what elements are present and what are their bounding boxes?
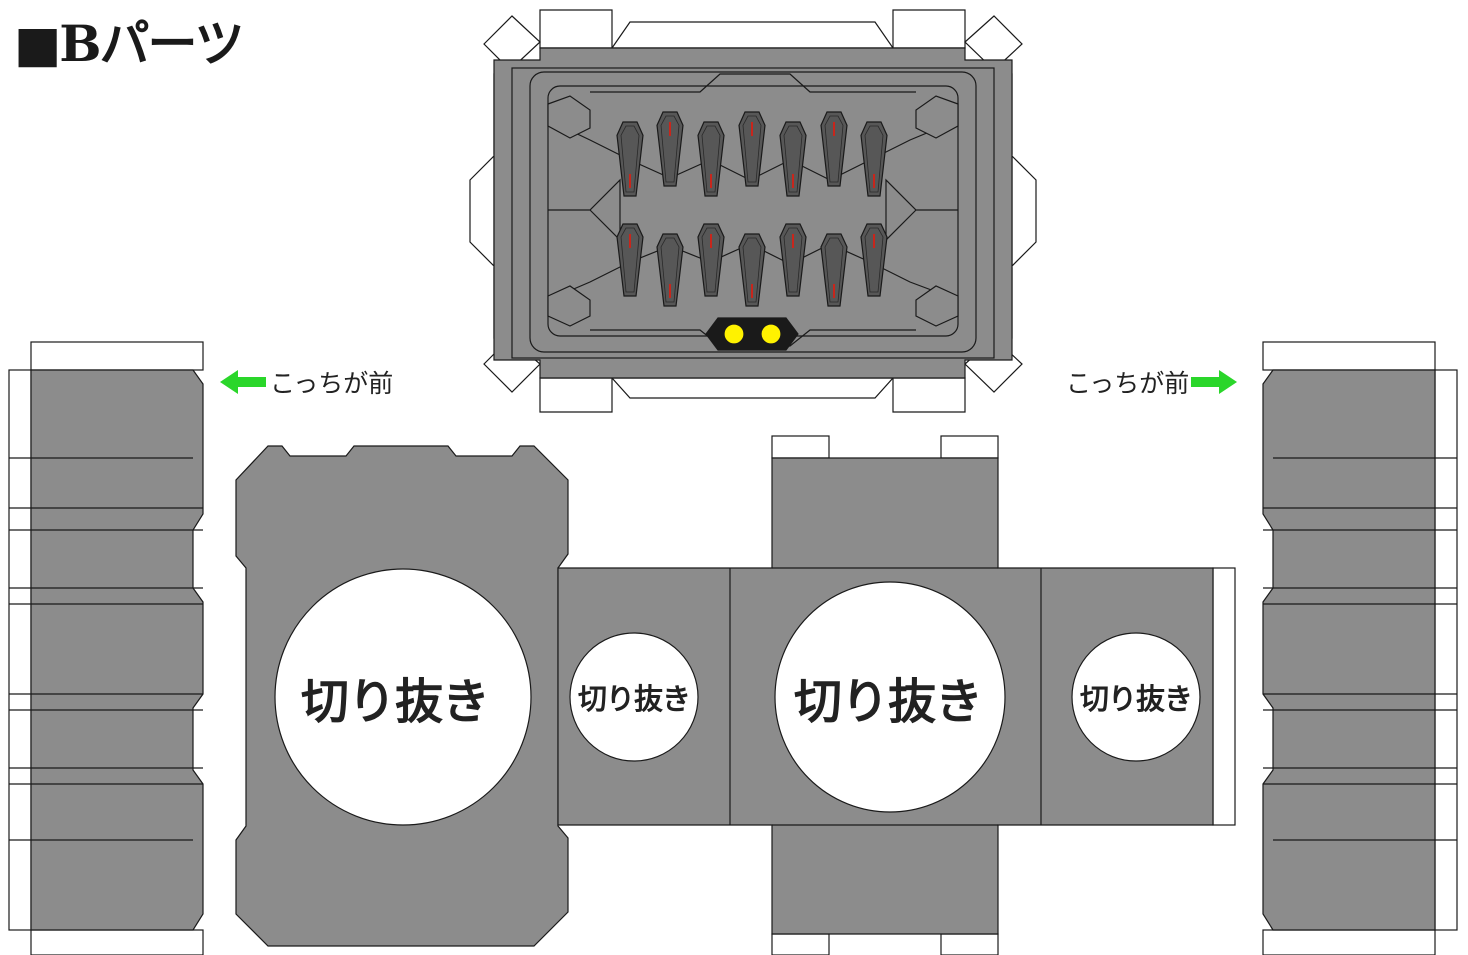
cross-end-glue-tab — [1212, 567, 1236, 826]
coffin-slot — [820, 111, 848, 187]
coffin-slot — [779, 121, 807, 197]
coffin-slots — [616, 111, 888, 307]
coffin-slot — [860, 223, 888, 297]
coffin-slot-inner-line — [783, 125, 803, 193]
coffin-slot-inner-line — [620, 227, 640, 293]
deco-line — [590, 73, 916, 93]
right-side-strip — [1262, 341, 1458, 955]
coffin-slot-inner-line — [742, 115, 762, 183]
cutout-circle-large-left — [274, 568, 532, 826]
coffin-slot-inner-line — [742, 237, 762, 303]
bottom-flap-left — [539, 377, 613, 413]
right-strip-bottom-flap — [1262, 929, 1436, 955]
right-strip-glue-edge — [1434, 369, 1458, 931]
corner-bracket-tr — [915, 95, 959, 139]
corner-bracket-tl — [547, 95, 591, 139]
cutout-circle-large-right — [774, 581, 1006, 813]
deco-line — [885, 178, 958, 242]
cross-bottom-tab-left — [771, 933, 830, 955]
side-flap-right-mid — [1011, 154, 1037, 268]
cross-top-tab-left — [771, 435, 830, 459]
coffin-slot — [860, 121, 888, 197]
coffin-slot-inner-line — [701, 227, 721, 293]
cross-net-part — [557, 435, 1236, 955]
coffin-slot — [738, 233, 766, 307]
coffin-slot-inner-line — [864, 125, 884, 193]
corner-bracket-br — [915, 285, 959, 327]
cutout-label-large-left: 切り抜き — [300, 674, 490, 730]
top-flap-middle — [610, 21, 895, 49]
coffin-slot-inner-line — [660, 237, 680, 303]
coffin-slot — [779, 223, 807, 297]
octagon-panel — [235, 445, 569, 947]
bottom-flap-right — [892, 377, 966, 413]
coffin-slot — [820, 233, 848, 307]
coffin-slot — [656, 111, 684, 187]
head-light-plate — [705, 317, 799, 351]
coffin-slot — [697, 223, 725, 297]
coffin-slot — [738, 111, 766, 187]
cross-bottom-tab-right — [940, 933, 999, 955]
green-arrow-right-icon — [1191, 370, 1239, 394]
cross-top-tab-right — [940, 435, 999, 459]
coffin-slot — [616, 223, 644, 297]
right-strip-top-flap — [1262, 341, 1436, 371]
page-title-text: ■Bパーツ — [14, 14, 245, 73]
right-strip-body — [1262, 369, 1436, 931]
head-light-right — [760, 323, 782, 345]
head-light-left — [723, 323, 745, 345]
front-direction-label-left: こっちが前 — [218, 362, 393, 402]
front-direction-text-left: こっちが前 — [270, 369, 394, 398]
coffin-slot-inner-line — [824, 237, 844, 303]
coffin-slot-inner-line — [824, 115, 844, 183]
left-side-strip — [8, 341, 204, 955]
left-strip-glue-edge — [8, 369, 32, 931]
front-direction-text-right: こっちが前 — [1066, 369, 1190, 398]
coffin-slot-inner-line — [660, 115, 680, 183]
top-flap-left — [539, 9, 613, 49]
page-title: ■Bパーツ — [14, 14, 245, 73]
left-strip-bottom-flap — [30, 929, 204, 955]
coffin-slot — [616, 121, 644, 197]
cutout-label-large-right: 切り抜き — [793, 674, 983, 730]
coffin-slot-inner-line — [864, 227, 884, 293]
coffin-slot-inner-line — [783, 227, 803, 293]
cutout-label-small-left: 切り抜き — [577, 682, 691, 716]
green-arrow-left-icon — [218, 370, 266, 394]
left-strip-body — [30, 369, 204, 931]
front-direction-label-right: こっちが前 — [1066, 362, 1239, 402]
tray-outer-rim — [511, 67, 995, 359]
cutout-circle-small-right — [1071, 632, 1201, 762]
coffin-slot — [656, 233, 684, 307]
corner-bracket-bl — [547, 285, 591, 327]
left-strip-top-flap — [30, 341, 204, 371]
deco-line — [548, 178, 621, 242]
coffin-slot — [697, 121, 725, 197]
coffin-slot-inner-line — [620, 125, 640, 193]
cutout-circle-small-left — [569, 632, 699, 762]
cutout-label-small-right: 切り抜き — [1079, 682, 1193, 716]
bottom-flap-middle — [610, 377, 895, 399]
coffin-slot-inner-line — [701, 125, 721, 193]
top-tray-part — [469, 9, 1037, 413]
side-flap-left-mid — [469, 154, 495, 268]
top-flap-right — [892, 9, 966, 49]
